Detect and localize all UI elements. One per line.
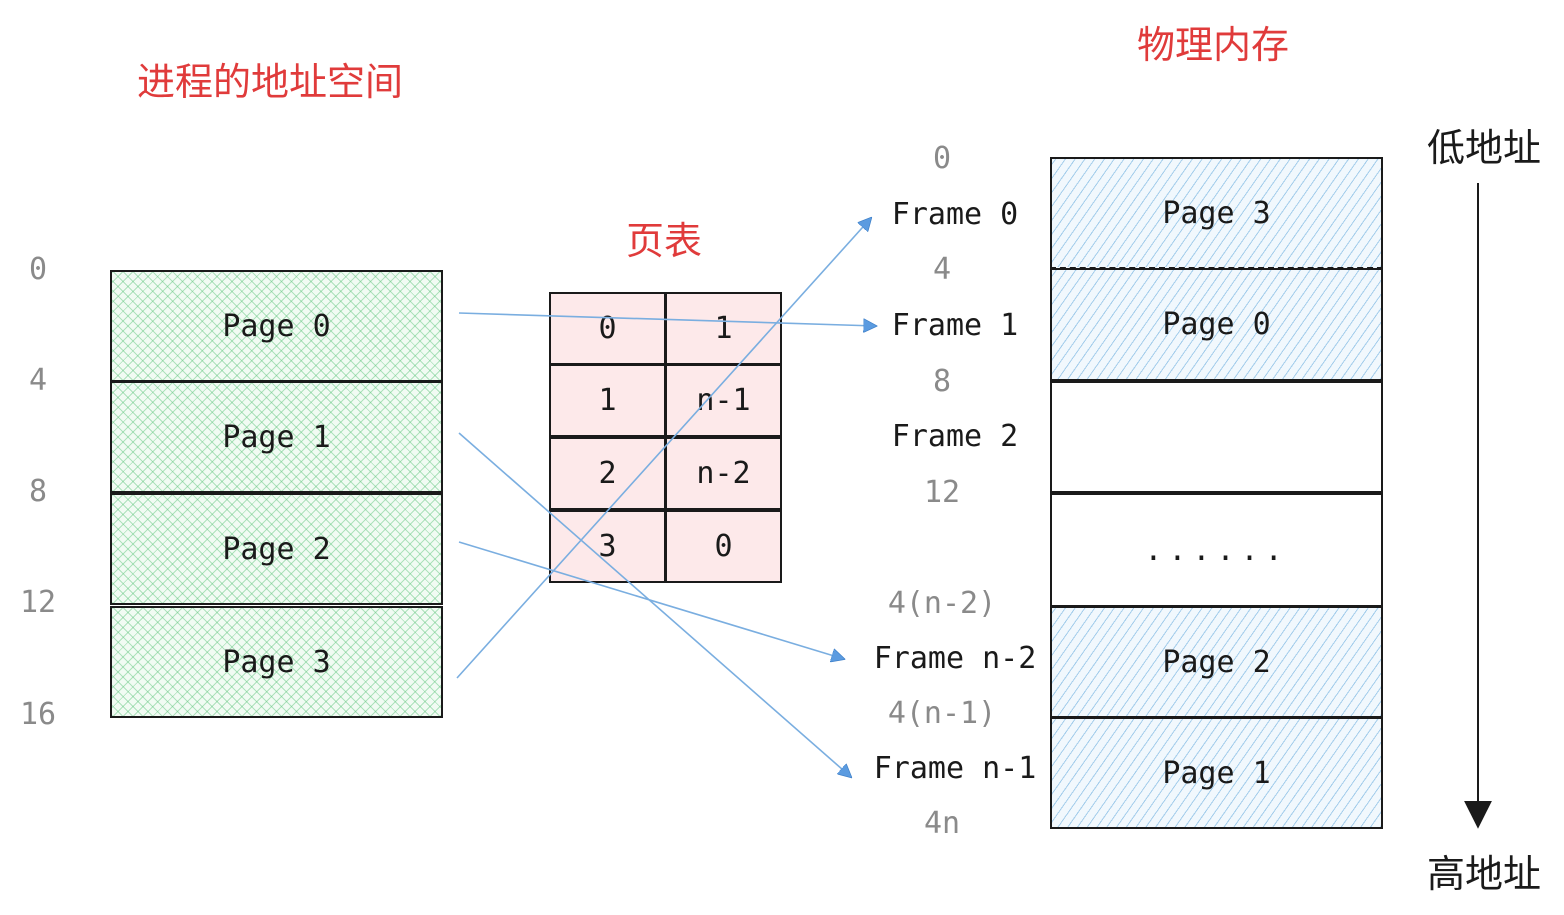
virtual-page-label: Page 3 (222, 644, 331, 680)
physical-memory-slot: Page 0 (1050, 268, 1383, 381)
page-table-frame-cell: 1 (665, 292, 782, 365)
physical-memory-slot (1050, 381, 1383, 493)
virtual-address-space-title: 进程的地址空间 (137, 60, 404, 104)
low-address-label: 低地址 (1426, 126, 1542, 170)
high-address-label: 高地址 (1426, 852, 1542, 896)
page-table-title: 页表 (626, 219, 703, 263)
frame-label: Frame n-2 (873, 641, 1037, 676)
physical-slot-label: Page 1 (1162, 755, 1271, 791)
virtual-page-label: Page 1 (222, 419, 331, 455)
physical-memory-slot: Page 3 (1050, 157, 1383, 269)
virtual-address-label: 0 (28, 252, 48, 287)
physical-address-label: 12 (923, 475, 961, 510)
virtual-page: Page 1 (110, 381, 443, 493)
virtual-address-label: 16 (19, 697, 57, 732)
page-table-frame-cell: 0 (665, 510, 782, 583)
virtual-page: Page 3 (110, 606, 443, 718)
virtual-page: Page 2 (110, 493, 443, 605)
physical-address-label: 4(n-1) (887, 696, 997, 731)
virtual-page: Page 0 (110, 270, 443, 382)
virtual-address-label: 12 (19, 585, 57, 620)
physical-memory-slot: ...... (1050, 493, 1383, 607)
frame-label: Frame n-1 (873, 751, 1037, 786)
page-table-index-cell: 1 (549, 364, 666, 437)
physical-slot-label: Page 2 (1162, 644, 1271, 680)
frame-label: Frame 0 (891, 197, 1019, 232)
physical-address-label: 4 (932, 252, 952, 287)
virtual-page-label: Page 0 (222, 308, 331, 344)
physical-address-label: 4n (923, 806, 961, 841)
page-table-frame-cell: n-1 (665, 364, 782, 437)
physical-address-label: 8 (932, 364, 952, 399)
physical-slot-label: Page 0 (1162, 307, 1271, 342)
frame-label: Frame 1 (891, 308, 1019, 343)
page-table-frame-cell: n-2 (665, 437, 782, 510)
virtual-address-label: 8 (28, 474, 48, 509)
physical-memory-slot: Page 2 (1050, 606, 1383, 718)
page-table-index-cell: 2 (549, 437, 666, 510)
ellipsis-label: ...... (1144, 532, 1289, 568)
physical-address-label: 0 (932, 141, 952, 176)
virtual-address-label: 4 (28, 363, 48, 398)
physical-slot-label: Page 3 (1162, 195, 1271, 231)
frame-label: Frame 2 (891, 419, 1019, 454)
page-table-index-cell: 3 (549, 510, 666, 583)
physical-memory-slot: Page 1 (1050, 717, 1383, 829)
physical-memory-title: 物理内存 (1137, 23, 1290, 67)
physical-address-label: 4(n-2) (887, 586, 997, 621)
page-table-index-cell: 0 (549, 292, 666, 365)
virtual-page-label: Page 2 (222, 531, 331, 567)
